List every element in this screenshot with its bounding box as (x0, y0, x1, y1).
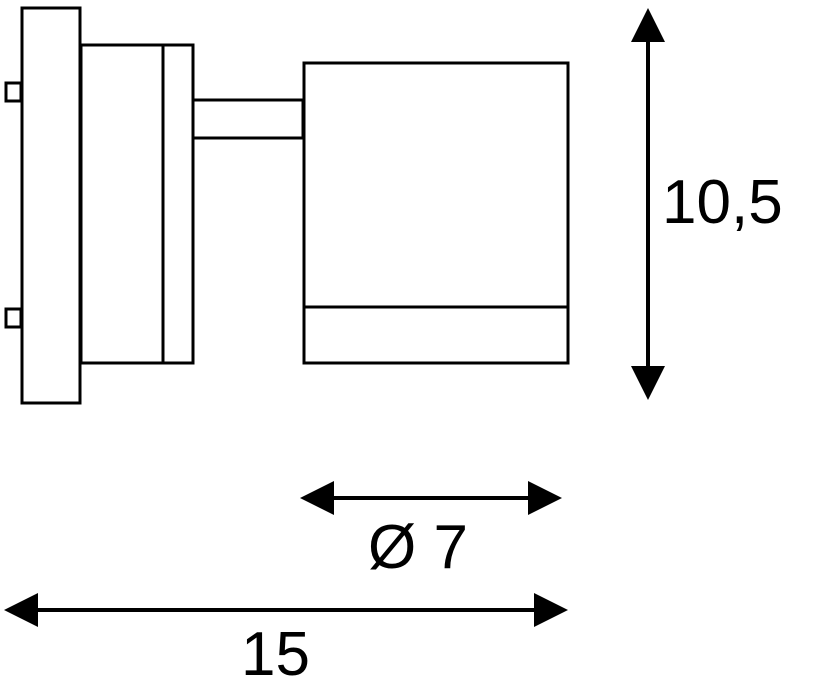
base-housing (79, 43, 165, 365)
width-arrow-left-icon (4, 593, 38, 627)
base-flange (161, 43, 195, 365)
diameter-arrow-left-icon (300, 481, 334, 515)
height-arrow-top-icon (631, 8, 665, 42)
plate-tab-top (4, 81, 23, 103)
diameter-arrow-right-icon (528, 481, 562, 515)
width-arrow-right-icon (534, 593, 568, 627)
wall-plate (20, 6, 82, 405)
diameter-dimension-label: Ø 7 (368, 513, 468, 582)
height-arrow-bottom-icon (631, 366, 665, 400)
width-dimension-label: 15 (241, 620, 310, 689)
lamp-head (302, 61, 570, 365)
plate-tab-bottom (4, 307, 23, 329)
height-dimension-label: 10,5 (662, 168, 783, 237)
lamp-arm (191, 98, 305, 140)
